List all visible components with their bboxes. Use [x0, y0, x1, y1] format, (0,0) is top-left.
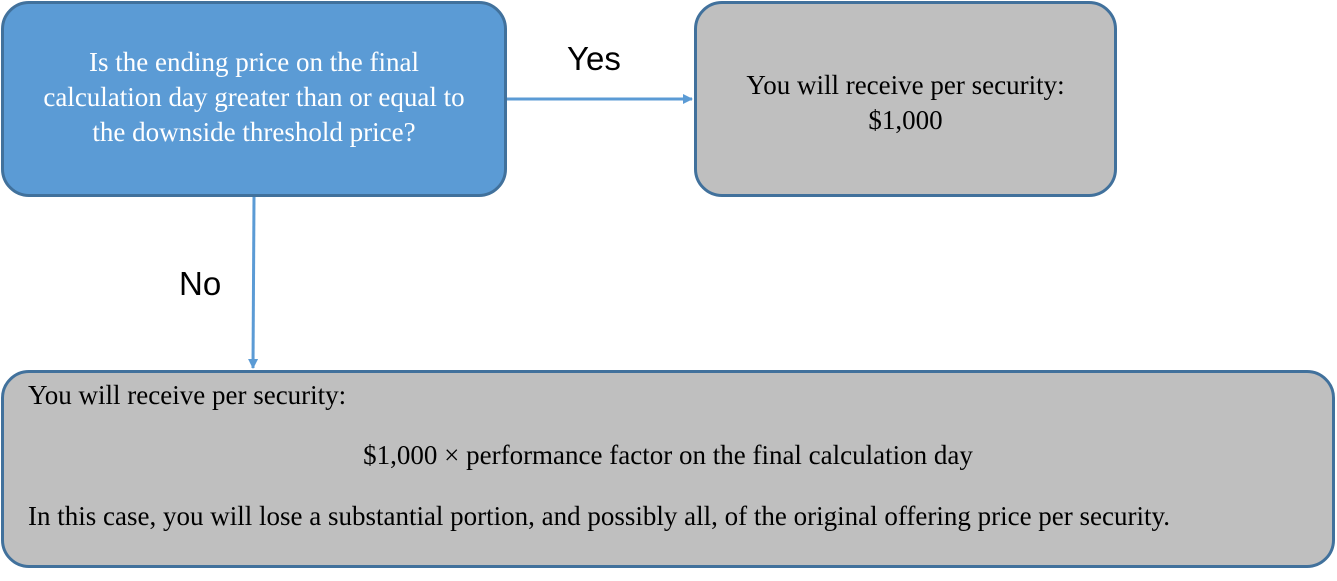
no-outcome-box: You will receive per security: $1,000 × …: [1, 370, 1335, 568]
yes-outcome-amount: $1,000: [868, 105, 943, 135]
no-outcome-formula: $1,000 × performance factor on the final…: [363, 440, 973, 470]
yes-label: Yes: [567, 40, 621, 77]
decision-question-box: Is the ending price on the final calcula…: [1, 1, 507, 197]
no-arrow: [248, 196, 259, 369]
decision-question-text: Is the ending price on the final calcula…: [43, 46, 465, 147]
yes-outcome-box: You will receive per security: $1,000: [694, 1, 1117, 197]
no-label: No: [179, 265, 222, 302]
no-outcome-note: In this case, you will lose a substantia…: [28, 501, 1170, 531]
yes-outcome-line1: You will receive per security:: [746, 70, 1065, 100]
no-outcome-line1: You will receive per security:: [28, 380, 347, 410]
